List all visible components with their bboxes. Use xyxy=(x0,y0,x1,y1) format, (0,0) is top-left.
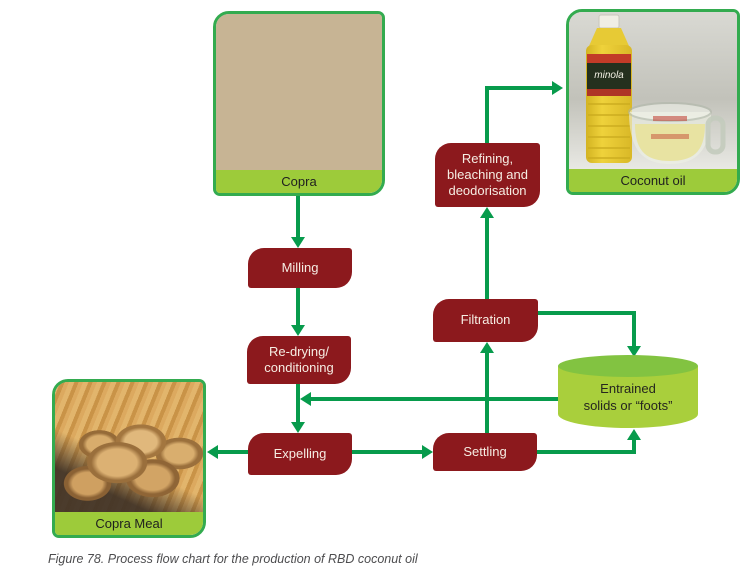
node-settling: Settling xyxy=(433,433,537,471)
bottle-cap xyxy=(598,14,620,29)
node-filtration: Filtration xyxy=(433,299,538,342)
entrained-solids-label: Entrained solids or “foots” xyxy=(583,381,673,413)
bottle-brand-text: minola xyxy=(594,70,624,81)
bottle-neck xyxy=(589,28,629,46)
copra-photo xyxy=(216,14,382,170)
cup-oil xyxy=(635,124,705,161)
arrowhead-down-icon xyxy=(291,325,305,336)
connector-settling-entrained xyxy=(537,440,636,454)
arrowhead-left-icon xyxy=(207,445,218,459)
copra-meal-photo xyxy=(55,382,203,512)
node-milling: Milling xyxy=(248,248,352,288)
bottle-label-bottom-band xyxy=(587,89,631,96)
node-entrained-solids: Entrained solids or “foots” xyxy=(558,355,698,428)
node-refining-bleaching-deodorisation: Refining, bleaching and deodorisation xyxy=(435,143,540,207)
bottle-label xyxy=(587,63,631,89)
coconut-oil-photo-art: minola xyxy=(569,12,737,170)
cup-marking xyxy=(651,134,689,139)
cup-marking xyxy=(653,116,687,121)
arrowhead-up-icon xyxy=(627,429,641,440)
copra-label-bar: Copra xyxy=(216,170,382,193)
connector-refining-coconutoil xyxy=(485,86,552,143)
coconut-oil-label-bar: Coconut oil xyxy=(569,169,737,192)
arrowhead-up-icon xyxy=(480,207,494,218)
figure-caption: Figure 78. Process flow chart for the pr… xyxy=(48,552,418,566)
coconut-oil-card: minola Coconut oil xyxy=(566,9,740,195)
copra-meal-label-bar: Copra Meal xyxy=(55,512,203,535)
copra-meal-card: Copra Meal xyxy=(52,379,206,538)
cylinder-top-icon xyxy=(558,355,698,377)
arrowhead-down-icon xyxy=(291,422,305,433)
arrowhead-right-icon xyxy=(552,81,563,95)
bottle-ridges xyxy=(588,103,630,159)
bottle-label-top-band xyxy=(587,54,631,63)
node-redrying-conditioning: Re-drying/ conditioning xyxy=(247,336,351,384)
arrowhead-left-icon xyxy=(300,392,311,406)
connector-filtration-entrained xyxy=(538,311,636,346)
arrowhead-right-icon xyxy=(422,445,433,459)
arrowhead-down-icon xyxy=(627,346,641,357)
copra-meal-label: Copra Meal xyxy=(95,516,163,531)
copra-label: Copra xyxy=(281,174,317,189)
measuring-cup xyxy=(628,102,726,164)
node-expelling: Expelling xyxy=(248,433,352,475)
cup-handle xyxy=(705,115,726,155)
oil-bottle: minola xyxy=(586,14,632,163)
coconut-oil-label: Coconut oil xyxy=(620,173,686,188)
coconut-oil-photo: minola xyxy=(569,12,737,170)
arrowhead-down-icon xyxy=(291,237,305,248)
copra-card: Copra xyxy=(213,11,385,196)
arrowhead-up-icon xyxy=(480,342,494,353)
